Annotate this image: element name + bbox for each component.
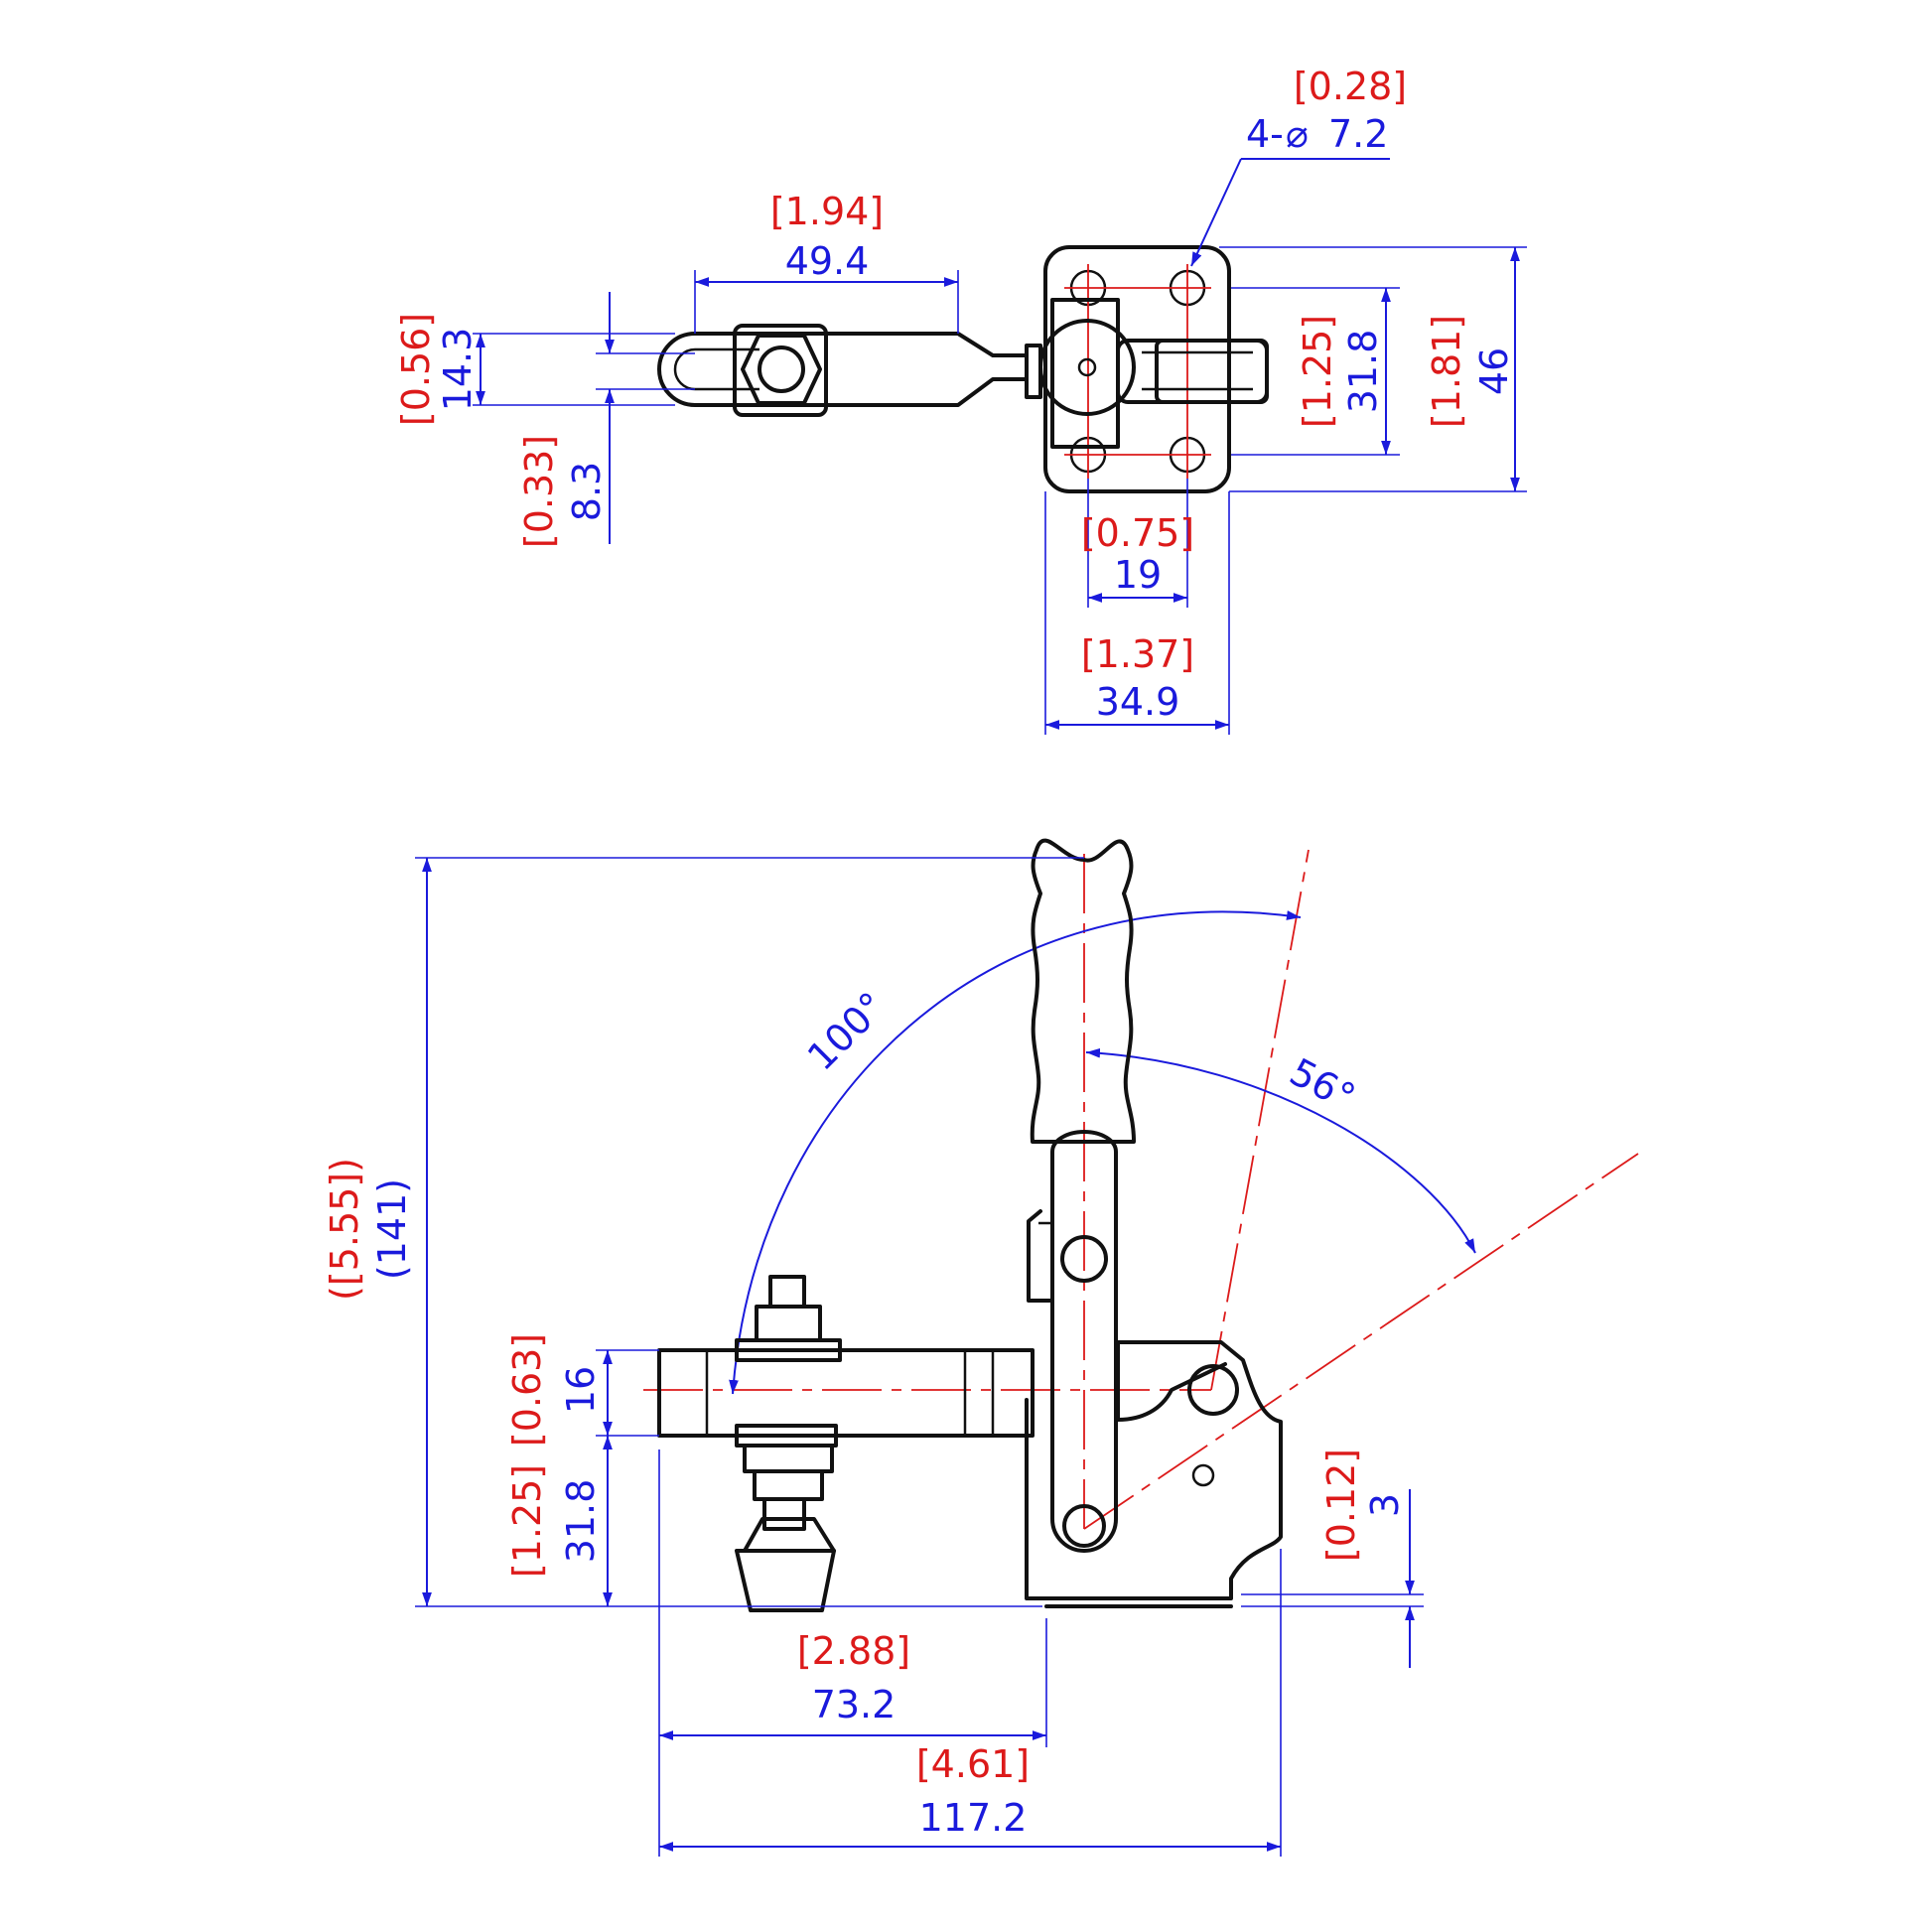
- hole-pitch-x-inch: [0.75]: [1081, 511, 1194, 555]
- spindle-top: [733, 324, 828, 417]
- dim-base-height: [1.81] 46: [1219, 246, 1527, 492]
- base-height-inch: [1.81]: [1425, 315, 1468, 428]
- bar-width-mm: 14.3: [436, 328, 480, 412]
- dim-hole-pitch-x: [0.75] 19: [1081, 479, 1194, 608]
- dim-hole-spec: [0.28] 4- ⌀ 7.2: [1190, 65, 1407, 267]
- bar-thickness-inch: [0.63]: [505, 1333, 549, 1447]
- hole-pitch-x-mm: 19: [1114, 553, 1162, 597]
- base-width-mm: 34.9: [1096, 680, 1180, 724]
- overall-height-mm: (141): [370, 1178, 414, 1280]
- arc-56: [1085, 1047, 1476, 1254]
- angle-line-56: [1083, 1153, 1639, 1530]
- bar-offset-inch: [0.33]: [517, 435, 561, 548]
- base-plate-top: [1043, 245, 1231, 493]
- hole-spec-inch: [0.28]: [1294, 65, 1407, 108]
- dim-bar-thickness: [0.63] 16: [505, 1333, 659, 1447]
- dim-bar-height: [1.25] 31.8: [505, 1436, 613, 1606]
- angle-100-label: 100°: [799, 984, 895, 1079]
- hole-pitch-y-inch: [1.25]: [1296, 315, 1339, 428]
- dim-reach: [2.88] 73.2: [658, 1449, 1047, 1857]
- angle-line-100: [1210, 849, 1310, 1391]
- dim-overall-height: ([5.55]) (141): [323, 857, 1084, 1607]
- clamp-bar: [657, 1348, 1035, 1438]
- reach-inch: [2.88]: [797, 1629, 910, 1673]
- reach-mm: 73.2: [812, 1683, 897, 1726]
- bar-offset-mm: 8.3: [565, 462, 609, 521]
- dim-hole-pitch-y: [1.25] 31.8: [1231, 287, 1400, 456]
- arc-100: [729, 910, 1302, 1395]
- overall-length-mm: 117.2: [919, 1796, 1028, 1840]
- overall-length-inch: [4.61]: [916, 1742, 1030, 1786]
- handle-grip: [1030, 838, 1136, 1144]
- hole-spec-count: 4-: [1246, 112, 1284, 156]
- bar-length-mm: 49.4: [785, 239, 870, 283]
- clamp-arm-top: [657, 332, 1029, 407]
- angle-56-label: 56°: [1283, 1049, 1362, 1119]
- top-view: [0.28] 4- ⌀ 7.2 [1.94] 49.4 [0.56] 14.3: [394, 65, 1527, 735]
- diameter-symbol: ⌀: [1286, 112, 1309, 156]
- dim-overall-length: [4.61] 117.2: [659, 1549, 1282, 1857]
- dim-bar-length: [1.94] 49.4: [694, 190, 959, 334]
- clamp-body: [1025, 1340, 1283, 1600]
- base-thickness-inch: [0.12]: [1319, 1449, 1363, 1562]
- handle-lever: [1050, 1130, 1118, 1553]
- bar-width-inch: [0.56]: [394, 313, 438, 426]
- base-thickness-mm: 3: [1363, 1493, 1407, 1517]
- bar-height-inch: [1.25]: [505, 1464, 549, 1578]
- bar-height-mm: 31.8: [559, 1479, 603, 1564]
- dim-base-width: [1.37] 34.9: [1044, 491, 1230, 735]
- bar-thickness-mm: 16: [559, 1366, 603, 1414]
- hole-pitch-y-mm: 31.8: [1341, 330, 1385, 414]
- dim-bar-width: [0.56] 14.3: [394, 313, 675, 426]
- dim-bar-offset: [0.33] 8.3: [517, 292, 695, 548]
- overall-height-inch: ([5.55]): [323, 1158, 366, 1301]
- base-height-mm: 46: [1472, 347, 1516, 395]
- side-view: 100° 56°: [323, 838, 1639, 1857]
- spindle-side: [735, 1275, 842, 1612]
- base-width-inch: [1.37]: [1081, 632, 1194, 676]
- bar-length-inch: [1.94]: [770, 190, 884, 233]
- hole-spec-value: 7.2: [1328, 112, 1388, 156]
- dim-base-thickness: [0.12] 3: [1241, 1449, 1424, 1668]
